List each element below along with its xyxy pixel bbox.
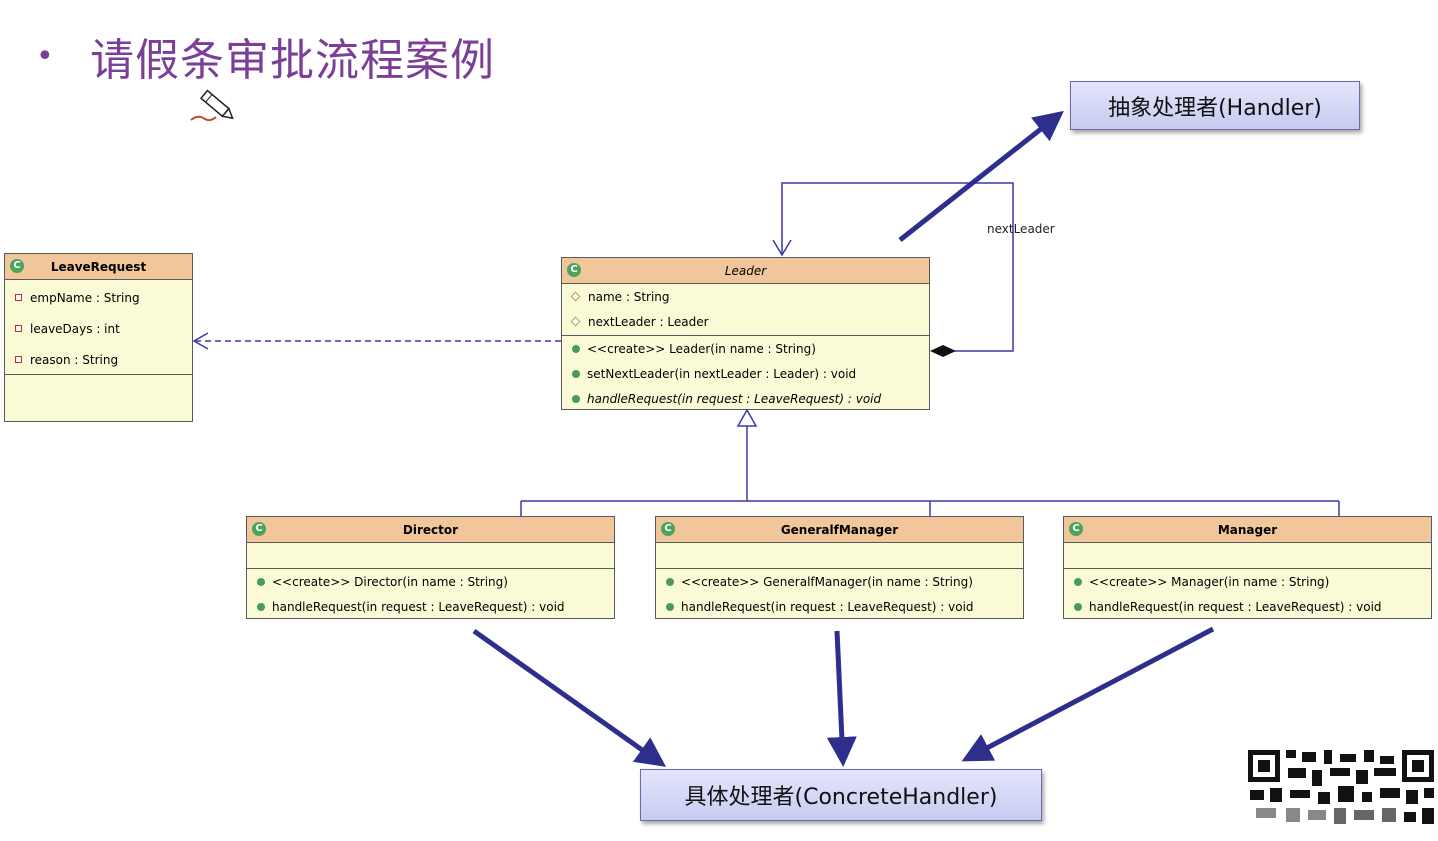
composition-diamond (930, 345, 956, 357)
inheritance-triangle (736, 408, 758, 427)
methods-section: <<create>> Director(in name : String) ha… (247, 569, 614, 619)
field-text: leaveDays : int (30, 321, 120, 336)
method-row: <<create>> Director(in name : String) (247, 569, 614, 594)
class-name: Leader (724, 263, 767, 278)
class-c-icon: C (10, 259, 24, 273)
class-header: C Leader (562, 258, 929, 284)
public-method-icon (1074, 577, 1082, 586)
public-method-icon (257, 602, 265, 611)
method-row: setNextLeader(in nextLeader : Leader) : … (562, 361, 929, 386)
field-row: nextLeader : Leader (562, 309, 929, 334)
class-c-icon: C (567, 263, 581, 277)
public-method-icon (572, 344, 580, 353)
method-text: handleRequest(in request : LeaveRequest)… (272, 599, 565, 614)
protected-field-icon (570, 316, 581, 327)
method-row: <<create>> Leader(in name : String) (562, 336, 929, 361)
fields-section (1064, 543, 1431, 569)
field-row: name : String (562, 284, 929, 309)
private-field-icon (15, 356, 22, 363)
class-c-icon: C (1069, 522, 1083, 536)
fields-section: name : String nextLeader : Leader (562, 284, 929, 336)
public-method-icon (666, 577, 674, 586)
public-method-icon (572, 394, 580, 403)
method-text: <<create>> GeneralfManager(in name : Str… (681, 574, 973, 589)
field-text: reason : String (30, 352, 119, 367)
method-text: handleRequest(in request : LeaveRequest)… (1089, 599, 1382, 614)
method-row: <<create>> GeneralfManager(in name : Str… (656, 569, 1023, 594)
public-method-icon (1074, 602, 1082, 611)
association-line (781, 182, 1014, 352)
private-field-icon (15, 325, 22, 332)
concrete-handler-callout: 具体处理者(ConcreteHandler) (640, 769, 1042, 821)
class-generalmanager[interactable]: C GeneralfManager <<create>> GeneralfMan… (655, 516, 1024, 619)
method-row: <<create>> Manager(in name : String) (1064, 569, 1431, 594)
method-text: <<create>> Leader(in name : String) (587, 341, 816, 356)
class-c-icon: C (252, 522, 266, 536)
method-row: handleRequest(in request : LeaveRequest)… (247, 594, 614, 619)
class-leader[interactable]: C Leader name : String nextLeader : Lead… (561, 257, 930, 410)
fields-section (247, 543, 614, 569)
class-name: LeaveRequest (50, 259, 147, 274)
class-name: Director (402, 522, 459, 537)
methods-section: <<create>> Leader(in name : String) setN… (562, 336, 929, 411)
field-text: empName : String (30, 290, 140, 305)
method-text: handleRequest(in request : LeaveRequest)… (587, 391, 882, 406)
handler-pointer-arrow (898, 110, 1064, 242)
class-director[interactable]: C Director <<create>> Director(in name :… (246, 516, 615, 619)
title-text: 请假条审批流程案例 (90, 35, 495, 86)
class-header: C LeaveRequest (5, 254, 192, 280)
class-name: Manager (1217, 522, 1278, 537)
title-bullet: • (36, 38, 54, 74)
class-header: C GeneralfManager (656, 517, 1023, 543)
methods-section (5, 375, 192, 421)
association-label: nextLeader (987, 222, 1055, 236)
method-row: handleRequest(in request : LeaveRequest)… (562, 386, 929, 411)
public-method-icon (666, 602, 674, 611)
class-name: GeneralfManager (780, 522, 899, 537)
method-text: <<create>> Director(in name : String) (272, 574, 508, 589)
slide-title: • 请假条审批流程案例 (36, 28, 495, 86)
methods-section: <<create>> GeneralfManager(in name : Str… (656, 569, 1023, 619)
fields-section: empName : String leaveDays : int reason … (5, 280, 192, 375)
pencil-icon (188, 86, 238, 134)
concrete-pointer-arrow-2 (826, 630, 857, 767)
concrete-pointer-arrow-3 (961, 626, 1215, 762)
field-row: leaveDays : int (5, 313, 192, 344)
association-arrowhead (772, 239, 792, 257)
field-text: nextLeader : Leader (588, 314, 709, 329)
private-field-icon (15, 294, 22, 301)
qr-code-icon (1246, 746, 1438, 837)
field-row: empName : String (5, 282, 192, 313)
method-text: setNextLeader(in nextLeader : Leader) : … (587, 366, 857, 381)
class-header: C Director (247, 517, 614, 543)
protected-field-icon (570, 291, 581, 302)
class-c-icon: C (661, 522, 675, 536)
class-header: C Manager (1064, 517, 1431, 543)
methods-section: <<create>> Manager(in name : String) han… (1064, 569, 1431, 619)
concrete-pointer-arrow-1 (472, 628, 667, 767)
method-text: handleRequest(in request : LeaveRequest)… (681, 599, 974, 614)
field-text: name : String (588, 289, 670, 304)
class-manager[interactable]: C Manager <<create>> Manager(in name : S… (1063, 516, 1432, 619)
public-method-icon (257, 577, 265, 586)
handler-callout: 抽象处理者(Handler) (1070, 81, 1360, 130)
fields-section (656, 543, 1023, 569)
public-method-icon (572, 369, 580, 378)
field-row: reason : String (5, 344, 192, 375)
method-text: <<create>> Manager(in name : String) (1089, 574, 1330, 589)
dependency-arrowhead (192, 332, 209, 350)
class-leaverequest[interactable]: C LeaveRequest empName : String leaveDay… (4, 253, 193, 422)
method-row: handleRequest(in request : LeaveRequest)… (656, 594, 1023, 619)
method-row: handleRequest(in request : LeaveRequest)… (1064, 594, 1431, 619)
